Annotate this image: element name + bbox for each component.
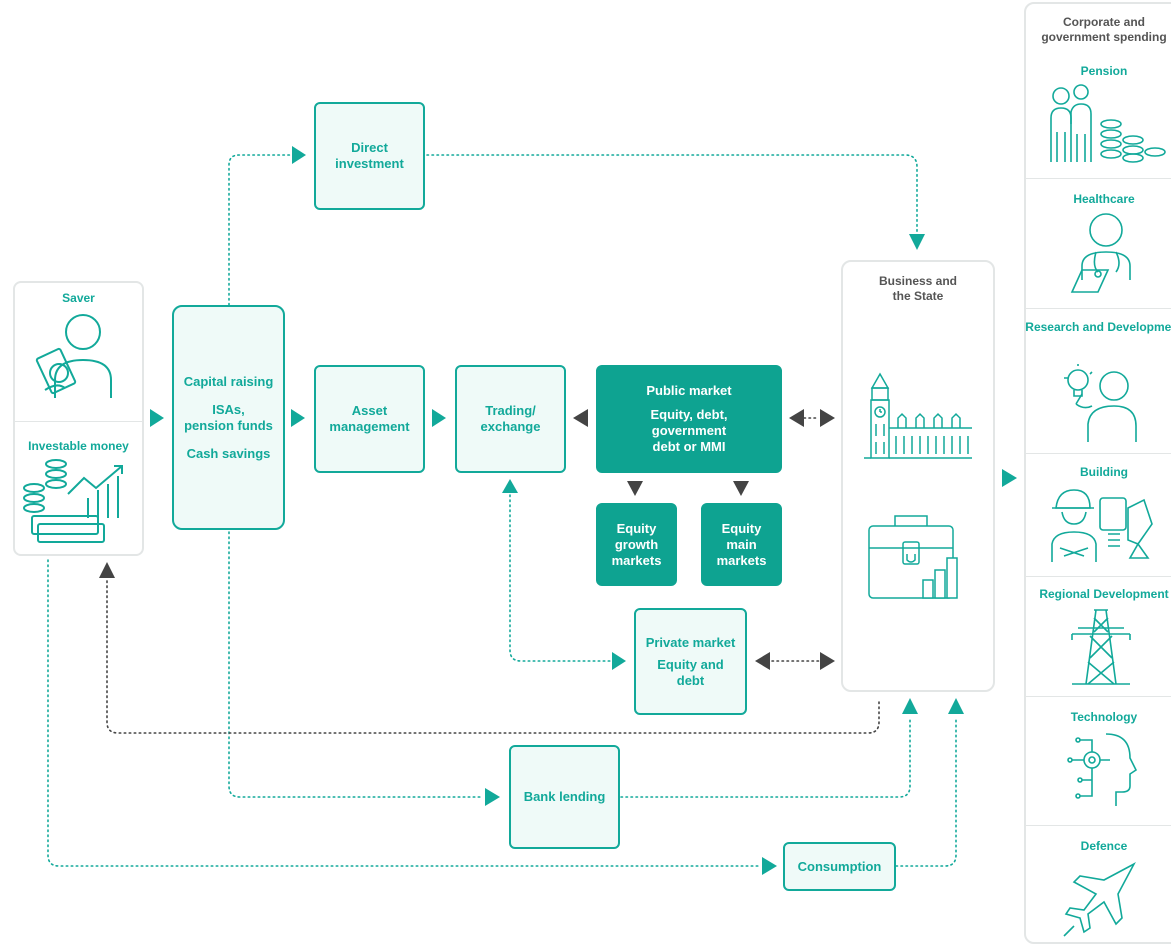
equity-main-line1: Equity [721, 520, 762, 536]
spending-separator [1026, 453, 1171, 454]
trading-exchange-line2: exchange [480, 419, 541, 434]
arrow-to-business-top [909, 234, 925, 250]
public-market-line3: debt or MMI [652, 439, 726, 454]
equity-growth-line1: Equity [616, 520, 657, 536]
bank-to-business-line [620, 717, 911, 798]
consumption-box: Consumption [783, 842, 896, 891]
arrow-to-spending [1002, 469, 1017, 487]
jet-icon [1063, 862, 1136, 937]
money-growth-icon [23, 459, 123, 543]
spending-panel [1024, 2, 1171, 944]
building-icon [1051, 489, 1153, 562]
cash-savings-label: Cash savings [186, 445, 271, 461]
spending-title-line1: Corporate and [1062, 15, 1145, 29]
capital-to-bank-line [228, 531, 484, 798]
spending-item-research: Research and Development [1025, 320, 1171, 334]
investable-money-label: Investable money [28, 439, 129, 453]
spending-separator [1026, 696, 1171, 697]
trading-to-private-line [509, 494, 613, 662]
direct-investment-box: Direct investment [314, 102, 425, 210]
arrow-business-from-public [820, 409, 835, 427]
arrow-business-from-private [820, 652, 835, 670]
private-market-title: Private market [645, 634, 736, 650]
briefcase-chart-icon [868, 515, 958, 599]
saver-label: Saver [62, 291, 95, 305]
trading-exchange-line1: Trading/ [485, 403, 536, 418]
bank-lending-box: Bank lending [509, 745, 620, 849]
direct-to-business-line [426, 154, 918, 235]
consumption-to-business-line [895, 717, 957, 867]
public-market-box: Public market Equity, debt, government d… [596, 365, 782, 473]
spending-item-defence: Defence [1080, 839, 1128, 853]
business-state-panel [841, 260, 995, 692]
parliament-icon [864, 372, 972, 459]
arrow-to-trading [502, 479, 518, 493]
spending-item-technology: Technology [1070, 710, 1138, 724]
saver-panel [13, 281, 144, 556]
saver-separator [15, 421, 142, 422]
arrow-to-saver [99, 562, 115, 578]
direct-investment-line2: investment [335, 156, 404, 171]
ai-head-icon [1067, 733, 1138, 806]
spending-item-building: Building [1080, 465, 1128, 479]
arrow-consumption-up [948, 698, 964, 714]
equity-growth-box: Equity growth markets [596, 503, 677, 586]
capital-raising-box: Capital raising ISAs, pension funds Cash… [172, 305, 285, 530]
spending-separator [1026, 576, 1171, 577]
arrow-bank-up [902, 698, 918, 714]
pension-icon [1050, 84, 1166, 163]
consumption-label: Consumption [797, 858, 882, 874]
trading-exchange-box: Trading/ exchange [455, 365, 566, 473]
arrow-public-to-trading [573, 409, 588, 427]
business-state-line1: Business and [878, 274, 958, 288]
equity-main-line2: main [726, 536, 757, 552]
arrow-to-direct [292, 146, 306, 164]
spending-title-line2: government spending [1041, 30, 1167, 44]
bank-lending-label: Bank lending [523, 789, 606, 804]
business-to-saver-line [106, 579, 880, 734]
arrow-saver-to-capital [150, 409, 164, 427]
asset-management-line2: management [329, 419, 410, 434]
pylon-icon [1071, 609, 1131, 685]
direct-investment-line1: Direct [351, 140, 388, 155]
arrow-to-private [612, 652, 626, 670]
arrow-public-left [789, 409, 804, 427]
arrow-to-bank [485, 788, 500, 806]
arrow-capital-to-asset [291, 409, 305, 427]
capital-raising-label: Capital raising [183, 373, 274, 389]
arrow-to-main [733, 481, 749, 496]
arrow-private-left [755, 652, 770, 670]
public-market-title: Public market [646, 383, 732, 398]
private-market-line2: debt [676, 672, 705, 688]
public-market-line1: Equity, debt, [650, 407, 728, 422]
private-market-line1: Equity and [657, 656, 724, 672]
spending-item-regional: Regional Development [1039, 587, 1169, 601]
arrow-to-consumption [762, 857, 777, 875]
equity-growth-line2: growth [614, 536, 659, 552]
equity-growth-line3: markets [611, 552, 662, 568]
public-market-line2: government [651, 423, 727, 438]
spending-separator [1026, 178, 1171, 179]
asset-management-box: Asset management [314, 365, 425, 473]
isas-label: ISAs, [212, 401, 245, 417]
arrow-asset-to-trading [432, 409, 446, 427]
asset-management-line1: Asset [351, 403, 388, 418]
arrow-to-growth [627, 481, 643, 496]
capital-to-direct-line [228, 154, 293, 306]
healthcare-icon [1070, 213, 1131, 293]
pension-funds-label: pension funds [184, 417, 273, 433]
business-state-line2: the State [892, 289, 944, 303]
research-icon [1064, 364, 1137, 442]
saver-to-consumption-line [47, 559, 762, 867]
spending-item-pension: Pension [1080, 64, 1128, 78]
equity-main-line3: markets [716, 552, 767, 568]
spending-separator [1026, 825, 1171, 826]
saver-person-icon [35, 314, 112, 398]
spending-separator [1026, 308, 1171, 309]
private-market-box: Private market Equity and debt [634, 608, 747, 715]
equity-main-box: Equity main markets [701, 503, 782, 586]
spending-item-healthcare: Healthcare [1073, 192, 1135, 206]
